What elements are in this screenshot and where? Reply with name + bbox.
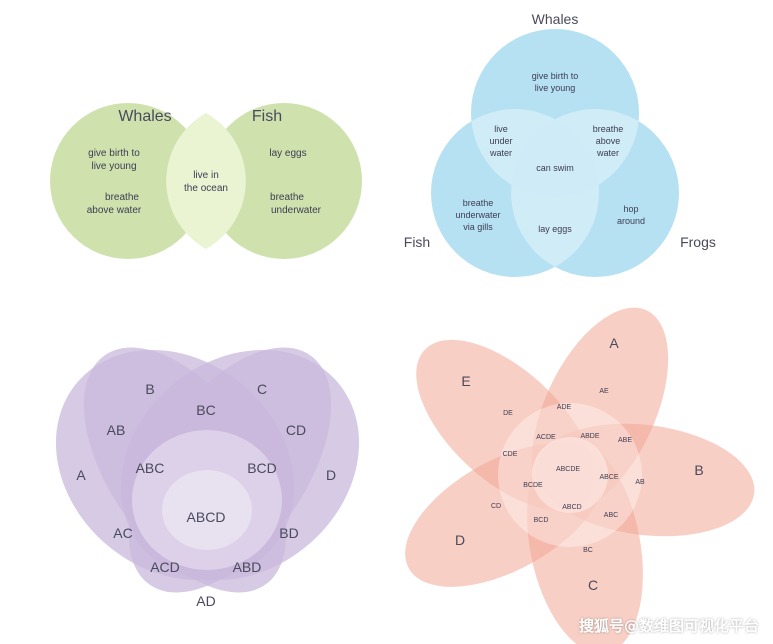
region-label: ABC bbox=[604, 512, 618, 519]
fish-only-line1: lay eggs bbox=[269, 148, 306, 159]
region-label: DE bbox=[503, 410, 513, 417]
fish-only-line3: via gills bbox=[463, 222, 493, 232]
whales-only-line4: above water bbox=[87, 205, 142, 216]
region-label: ABCDE bbox=[556, 466, 580, 473]
set-ellipse-e bbox=[416, 339, 594, 511]
region-label: AC bbox=[113, 525, 132, 541]
set-label: A bbox=[609, 335, 619, 351]
whales-frogs-line3: water bbox=[596, 148, 619, 158]
region-label: AB bbox=[635, 479, 645, 486]
region-label: CD bbox=[491, 503, 501, 510]
set-ellipse-d bbox=[120, 349, 360, 581]
set-label-whales: Whales bbox=[532, 11, 579, 27]
overlap-line1: live in bbox=[193, 170, 219, 181]
fish-only-line3: underwater bbox=[271, 205, 322, 216]
set-label: B bbox=[694, 462, 703, 478]
fish-frogs-region: lay eggs bbox=[538, 224, 572, 234]
whales-only-line2: live young bbox=[535, 83, 576, 93]
region-label: BD bbox=[279, 525, 298, 541]
region-label: C bbox=[257, 381, 267, 397]
frogs-only-line2: around bbox=[617, 216, 645, 226]
region-label: AE bbox=[599, 388, 609, 395]
region-label: ABCE bbox=[599, 474, 618, 481]
region-label: ABC bbox=[136, 460, 165, 476]
region-label: BC bbox=[196, 402, 215, 418]
region-label: BCD bbox=[247, 460, 277, 476]
region-label: B bbox=[145, 381, 154, 397]
fish-only-line2: breathe bbox=[270, 192, 304, 203]
region-label: CDE bbox=[503, 451, 518, 458]
region-label: BCD bbox=[534, 517, 549, 524]
whales-fish-line1: live bbox=[494, 124, 508, 134]
overlap-region bbox=[166, 113, 246, 249]
set-label: D bbox=[455, 532, 465, 548]
core-highlight bbox=[532, 437, 608, 513]
center-highlight bbox=[498, 403, 642, 547]
center-highlight bbox=[132, 430, 282, 570]
overlap-line2: the ocean bbox=[184, 183, 228, 194]
watermark: 搜狐号@数维图可视化平台 bbox=[578, 617, 759, 635]
whales-only-line3: breathe bbox=[105, 192, 139, 203]
region-label: ABE bbox=[618, 437, 632, 444]
set-circle-frogs bbox=[511, 109, 679, 277]
set-label: E bbox=[461, 373, 470, 389]
whales-fish-line2: under bbox=[489, 136, 512, 146]
whales-frogs-line1: breathe bbox=[593, 124, 624, 134]
fish-only-line2: underwater bbox=[455, 210, 500, 220]
venn-four-set: A B C D AB BC CD ABC BCD ABCD AC BD ACD … bbox=[55, 347, 360, 609]
region-label: BCDE bbox=[523, 482, 543, 489]
set-label: C bbox=[588, 577, 598, 593]
set-label-fish: Fish bbox=[252, 108, 282, 125]
region-label: BC bbox=[583, 547, 593, 554]
region-label: A bbox=[76, 467, 86, 483]
set-label-frogs: Frogs bbox=[680, 234, 716, 250]
set-label-whales: Whales bbox=[118, 108, 171, 125]
venn-five-set: A B C D E AE ADE DE ABDE ACDE ABE CDE AB… bbox=[405, 307, 755, 644]
fish-only-line1: breathe bbox=[463, 198, 494, 208]
region-label: AD bbox=[196, 593, 215, 609]
center-region: can swim bbox=[536, 163, 574, 173]
region-label: ACDE bbox=[536, 434, 556, 441]
frogs-only-line1: hop bbox=[623, 204, 638, 214]
venn-whales-fish: Whales Fish give birth to live young bre… bbox=[50, 103, 362, 259]
whales-frogs-line2: above bbox=[596, 136, 621, 146]
region-label: ABCD bbox=[562, 504, 581, 511]
core-highlight bbox=[162, 470, 252, 550]
region-label: ABDE bbox=[580, 433, 599, 440]
set-circle-whales bbox=[50, 103, 206, 259]
whales-only-line1: give birth to bbox=[88, 148, 140, 159]
region-label: ABD bbox=[233, 559, 262, 575]
region-label: AB bbox=[107, 422, 126, 438]
region-label: ABCD bbox=[187, 509, 226, 525]
region-label: ADE bbox=[557, 404, 572, 411]
venn-three-set: Whales Fish Frogs give birth to live you… bbox=[404, 11, 716, 277]
whales-only-line2: live young bbox=[91, 161, 136, 172]
whales-only-line1: give birth to bbox=[532, 71, 579, 81]
whales-fish-line3: water bbox=[489, 148, 512, 158]
region-label: D bbox=[326, 467, 336, 483]
set-circle-fish bbox=[206, 103, 362, 259]
region-label: CD bbox=[286, 422, 306, 438]
region-label: ACD bbox=[150, 559, 180, 575]
set-label-fish: Fish bbox=[404, 234, 430, 250]
